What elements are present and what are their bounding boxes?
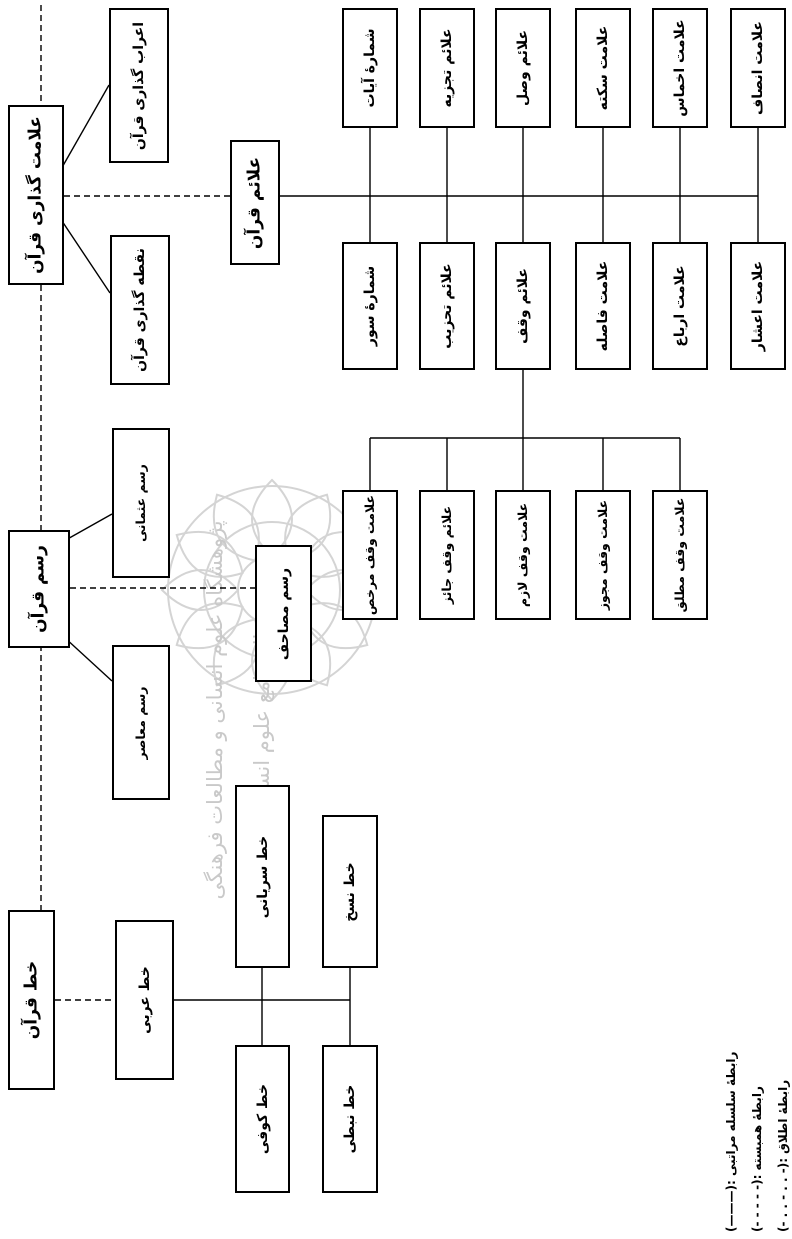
box-khat-quran: خط قرآن	[8, 910, 55, 1090]
label-alamat-ensaf: علامت انصاف	[750, 21, 766, 115]
label-khat-arabi: خط عربی	[136, 966, 153, 1034]
box-alamat-ashar: علامت اعشار	[730, 242, 786, 370]
label-erab-gozari: اعراب گذاری قرآن	[131, 21, 147, 150]
label-vaqf-jayez: علائم وقف جائز	[438, 505, 454, 605]
label-alamat-fasele: علامت فاصله	[595, 260, 611, 352]
watermark-petal	[284, 493, 332, 562]
label-alamat-ashar: علامت اعشار	[750, 260, 766, 352]
label-rasm-osmani: رسم عثمانی	[132, 464, 148, 542]
box-khat-suryani: خط سریانی	[235, 785, 290, 968]
legend-third: (- . . - . . -): رابطهٔ اطلاق	[776, 1079, 790, 1232]
label-alaem-tajzie: علائم تجزیه	[439, 28, 455, 108]
label-khat-kufi: خط کوفی	[254, 1083, 271, 1155]
box-erab-gozari: اعراب گذاری قرآن	[109, 8, 169, 163]
box-alamat-ekhmas: علامت اخماس	[652, 8, 708, 128]
box-alaem-vasl: علائم وصل	[495, 8, 551, 128]
box-khat-kufi: خط کوفی	[235, 1045, 290, 1193]
label-alamat-gozari: علامت گذاری قرآن	[25, 116, 46, 274]
label-vaqf-morakhas: علامت وقف مرخص	[361, 494, 377, 616]
legend-hierarchy: (———): رابطهٔ سلسله مراتبی	[724, 1051, 738, 1232]
box-alamat-arba: علامت ارباع	[652, 242, 708, 370]
label-alaem-quran: علائم قرآن	[244, 156, 265, 249]
box-alaem-quran: علائم قرآن	[230, 140, 280, 265]
box-alamat-fasele: علامت فاصله	[575, 242, 631, 370]
box-alaem-vaqf: علائم وقف	[495, 242, 551, 370]
box-rasm-quran: رسم قرآن	[8, 530, 70, 648]
box-alamat-ensaf: علامت انصاف	[730, 8, 786, 128]
label-rasm-moaser: رسم معاصر	[132, 686, 148, 759]
label-vaqf-lazem: علامت وقف لازم	[514, 502, 530, 608]
box-shomare-sovar: شمارهٔ سور	[342, 242, 398, 370]
label-khat-suryani: خط سریانی	[254, 835, 271, 918]
label-khat-naskh: خط نسخ	[342, 861, 358, 922]
watermark-petal	[251, 478, 293, 558]
box-alamat-gozari: علامت گذاری قرآن	[8, 105, 64, 285]
box-alaem-tahzib: علائم تحزیب	[419, 242, 475, 370]
label-alaem-vasl: علائم وصل	[515, 29, 531, 107]
box-khat-nabati: خط نبطی	[322, 1045, 378, 1193]
label-noghte-gozari: نقطه گذاری قرآن	[132, 248, 148, 372]
label-alaem-vaqf: علائم وقف	[515, 268, 531, 344]
label-khat-quran: خط قرآن	[21, 960, 41, 1040]
label-shomare-ayat: شمارهٔ آیات	[362, 28, 378, 108]
box-alaem-tajzie: علائم تجزیه	[419, 8, 475, 128]
watermark-petal	[175, 530, 244, 578]
watermark-petal	[175, 602, 244, 650]
box-vaqf-jayez: علائم وقف جائز	[419, 490, 475, 620]
watermark-petal	[300, 602, 369, 650]
box-rasm-osmani: رسم عثمانی	[112, 428, 170, 578]
box-vaqf-mojavez: علامت وقف مجوز	[575, 490, 631, 620]
label-shomare-sovar: شمارهٔ سور	[362, 265, 378, 347]
watermark-petal	[160, 569, 240, 611]
box-vaqf-lazem: علامت وقف لازم	[495, 490, 551, 620]
box-vaqf-morakhas: علامت وقف مرخص	[342, 490, 398, 620]
label-alamat-sakte: علامت سکته	[595, 25, 611, 111]
legend-association: (- - - - -): رابطهٔ همبسته	[750, 1086, 764, 1232]
label-alaem-tahzib: علائم تحزیب	[439, 263, 455, 349]
label-vaqf-motlaq: علامت وقف مطلق	[671, 497, 687, 613]
label-vaqf-mojavez: علامت وقف مجوز	[594, 499, 610, 611]
label-rasm-masahef: رسم مصاحف	[275, 567, 292, 660]
label-khat-nabati: خط نبطی	[342, 1084, 358, 1154]
box-shomare-ayat: شمارهٔ آیات	[342, 8, 398, 128]
box-alamat-sakte: علامت سکته	[575, 8, 631, 128]
label-alamat-ekhmas: علامت اخماس	[672, 19, 688, 117]
box-khat-naskh: خط نسخ	[322, 815, 378, 968]
box-rasm-moaser: رسم معاصر	[112, 645, 170, 800]
watermark-petal	[212, 493, 260, 562]
box-noghte-gozari: نقطه گذاری قرآن	[110, 235, 170, 385]
box-rasm-masahef: رسم مصاحف	[255, 545, 312, 682]
label-rasm-quran: رسم قرآن	[28, 545, 49, 633]
box-khat-arabi: خط عربی	[115, 920, 174, 1080]
box-vaqf-motlaq: علامت وقف مطلق	[652, 490, 708, 620]
label-alamat-arba: علامت ارباع	[672, 265, 688, 347]
